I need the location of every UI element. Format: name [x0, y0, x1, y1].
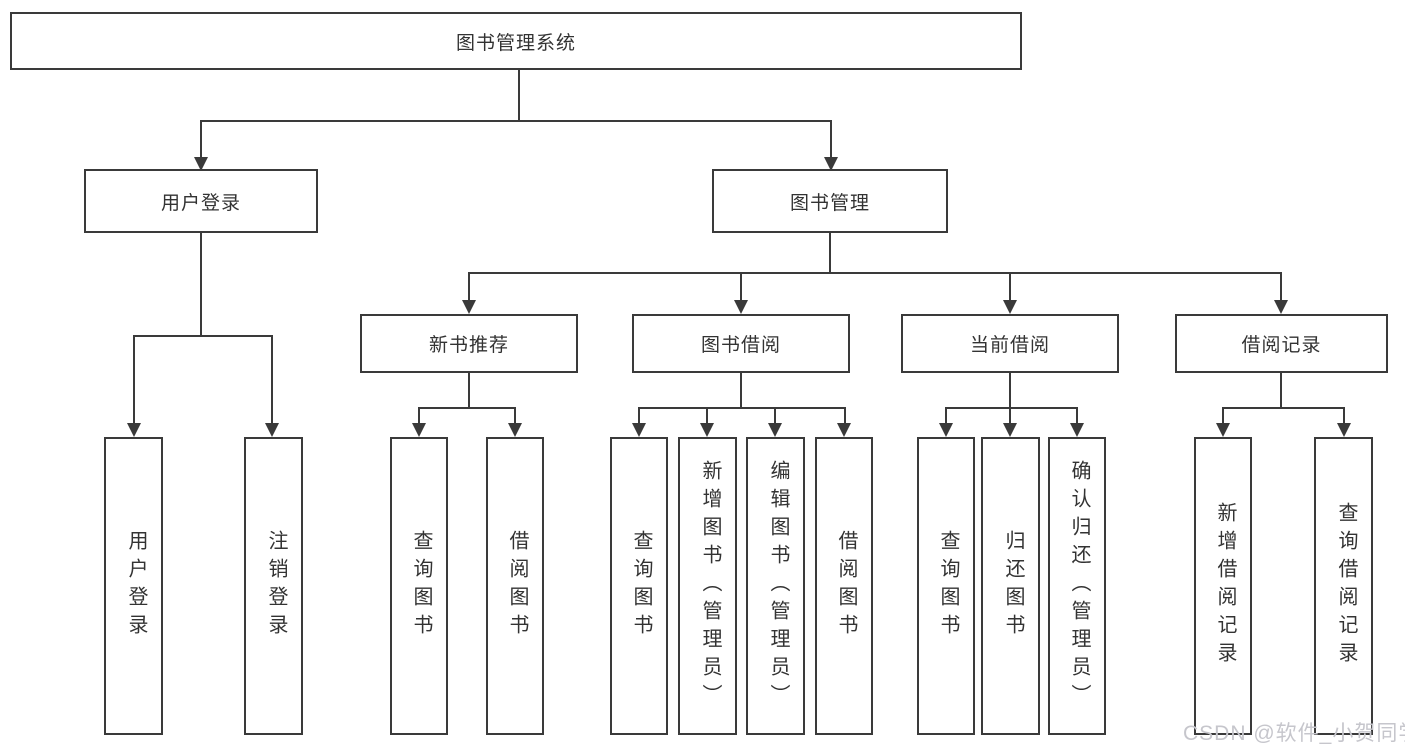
connector-drop-book-management [830, 120, 832, 157]
leaf-query-books: 查询图书 [917, 437, 975, 735]
connector-book-management-branch [468, 272, 1282, 274]
leaf-query-books: 查询图书 [610, 437, 668, 735]
arrow-down-icon [1003, 300, 1017, 314]
arrow-down-icon [1216, 423, 1230, 437]
node-current-borrowing: 当前借阅 [901, 314, 1119, 373]
connector-borrowing-records-branch [1222, 407, 1345, 409]
arrow-down-icon [508, 423, 522, 437]
arrow-down-icon [768, 423, 782, 437]
connector-root-branch [200, 120, 832, 122]
leaf-return-books: 归还图书 [981, 437, 1040, 735]
leaf-borrow-books: 借阅图书 [815, 437, 873, 735]
connector-drop-leaf [1222, 407, 1224, 423]
leaf-add-books-admin: 新增图书（管理员） [678, 437, 737, 735]
node-label: 新书推荐 [428, 335, 509, 356]
node-root-library-system: 图书管理系统 [10, 12, 1022, 70]
arrow-down-icon [1003, 423, 1017, 437]
connector-user-login-stem [200, 233, 202, 335]
connector-drop-leaf [1343, 407, 1345, 423]
connector-current-borrowing-branch [945, 407, 1078, 409]
arrow-down-icon [1337, 423, 1351, 437]
connector-drop-leaf [844, 407, 846, 423]
csdn-watermark: CSDN @软件_小贺同学 [1183, 722, 1405, 745]
connector-drop-leaf [638, 407, 640, 423]
node-label: 借阅记录 [1241, 335, 1322, 356]
arrow-down-icon [700, 423, 714, 437]
connector-drop-leaf [706, 407, 708, 423]
leaf-confirm-return-admin: 确认归还（管理员） [1048, 437, 1106, 735]
node-book-borrowing: 图书借阅 [632, 314, 850, 373]
node-label: 图书管理 [789, 192, 870, 214]
leaf-borrow-books: 借阅图书 [486, 437, 544, 735]
connector-drop-leaf [1076, 407, 1078, 423]
connector-drop-user-login [200, 120, 202, 157]
node-borrowing-records: 借阅记录 [1175, 314, 1388, 373]
leaf-query-borrow-record: 查询借阅记录 [1314, 437, 1373, 735]
connector-drop-current-borrowing [1009, 272, 1011, 300]
arrow-down-icon [194, 157, 208, 171]
connector-drop-borrowing-records [1280, 272, 1282, 300]
leaf-edit-books-admin: 编辑图书（管理员） [746, 437, 805, 735]
connector-book-borrowing-stem [740, 373, 742, 407]
connector-book-borrowing-branch [638, 407, 846, 409]
arrow-down-icon [1070, 423, 1084, 437]
arrow-down-icon [734, 300, 748, 314]
connector-current-borrowing-stem [1009, 373, 1011, 407]
node-label: 当前借阅 [969, 335, 1050, 356]
arrow-down-icon [127, 423, 141, 437]
connector-drop-leaf [945, 407, 947, 423]
arrow-down-icon [1274, 300, 1288, 314]
connector-drop-leaf [514, 407, 516, 423]
connector-borrowing-records-stem [1280, 373, 1282, 407]
connector-new-book-recommend-stem [468, 373, 470, 407]
connector-drop-leaf [418, 407, 420, 423]
leaf-user-login: 用户登录 [104, 437, 163, 735]
connector-drop-leaf [774, 407, 776, 423]
connector-drop-book-borrowing [740, 272, 742, 300]
connector-drop-leaf [271, 335, 273, 423]
arrow-down-icon [824, 157, 838, 171]
leaf-query-books: 查询图书 [390, 437, 448, 735]
node-new-book-recommend: 新书推荐 [360, 314, 578, 373]
arrow-down-icon [462, 300, 476, 314]
node-book-management: 图书管理 [712, 169, 948, 233]
node-user-login: 用户登录 [84, 169, 318, 233]
arrow-down-icon [412, 423, 426, 437]
node-label: 图书借阅 [700, 335, 781, 356]
connector-drop-leaf [133, 335, 135, 423]
connector-new-book-recommend-branch [418, 407, 516, 409]
arrow-down-icon [837, 423, 851, 437]
node-label: 用户登录 [160, 192, 241, 214]
leaf-logout: 注销登录 [244, 437, 303, 735]
arrow-down-icon [939, 423, 953, 437]
connector-root-stem [518, 70, 520, 120]
connector-user-login-branch [133, 335, 273, 337]
leaf-add-borrow-record: 新增借阅记录 [1194, 437, 1252, 735]
connector-drop-leaf [1009, 407, 1011, 423]
node-label: 图书管理系统 [455, 32, 576, 54]
arrow-down-icon [632, 423, 646, 437]
arrow-down-icon [265, 423, 279, 437]
connector-book-management-stem [829, 233, 831, 272]
connector-drop-new-book-recommend [468, 272, 470, 300]
